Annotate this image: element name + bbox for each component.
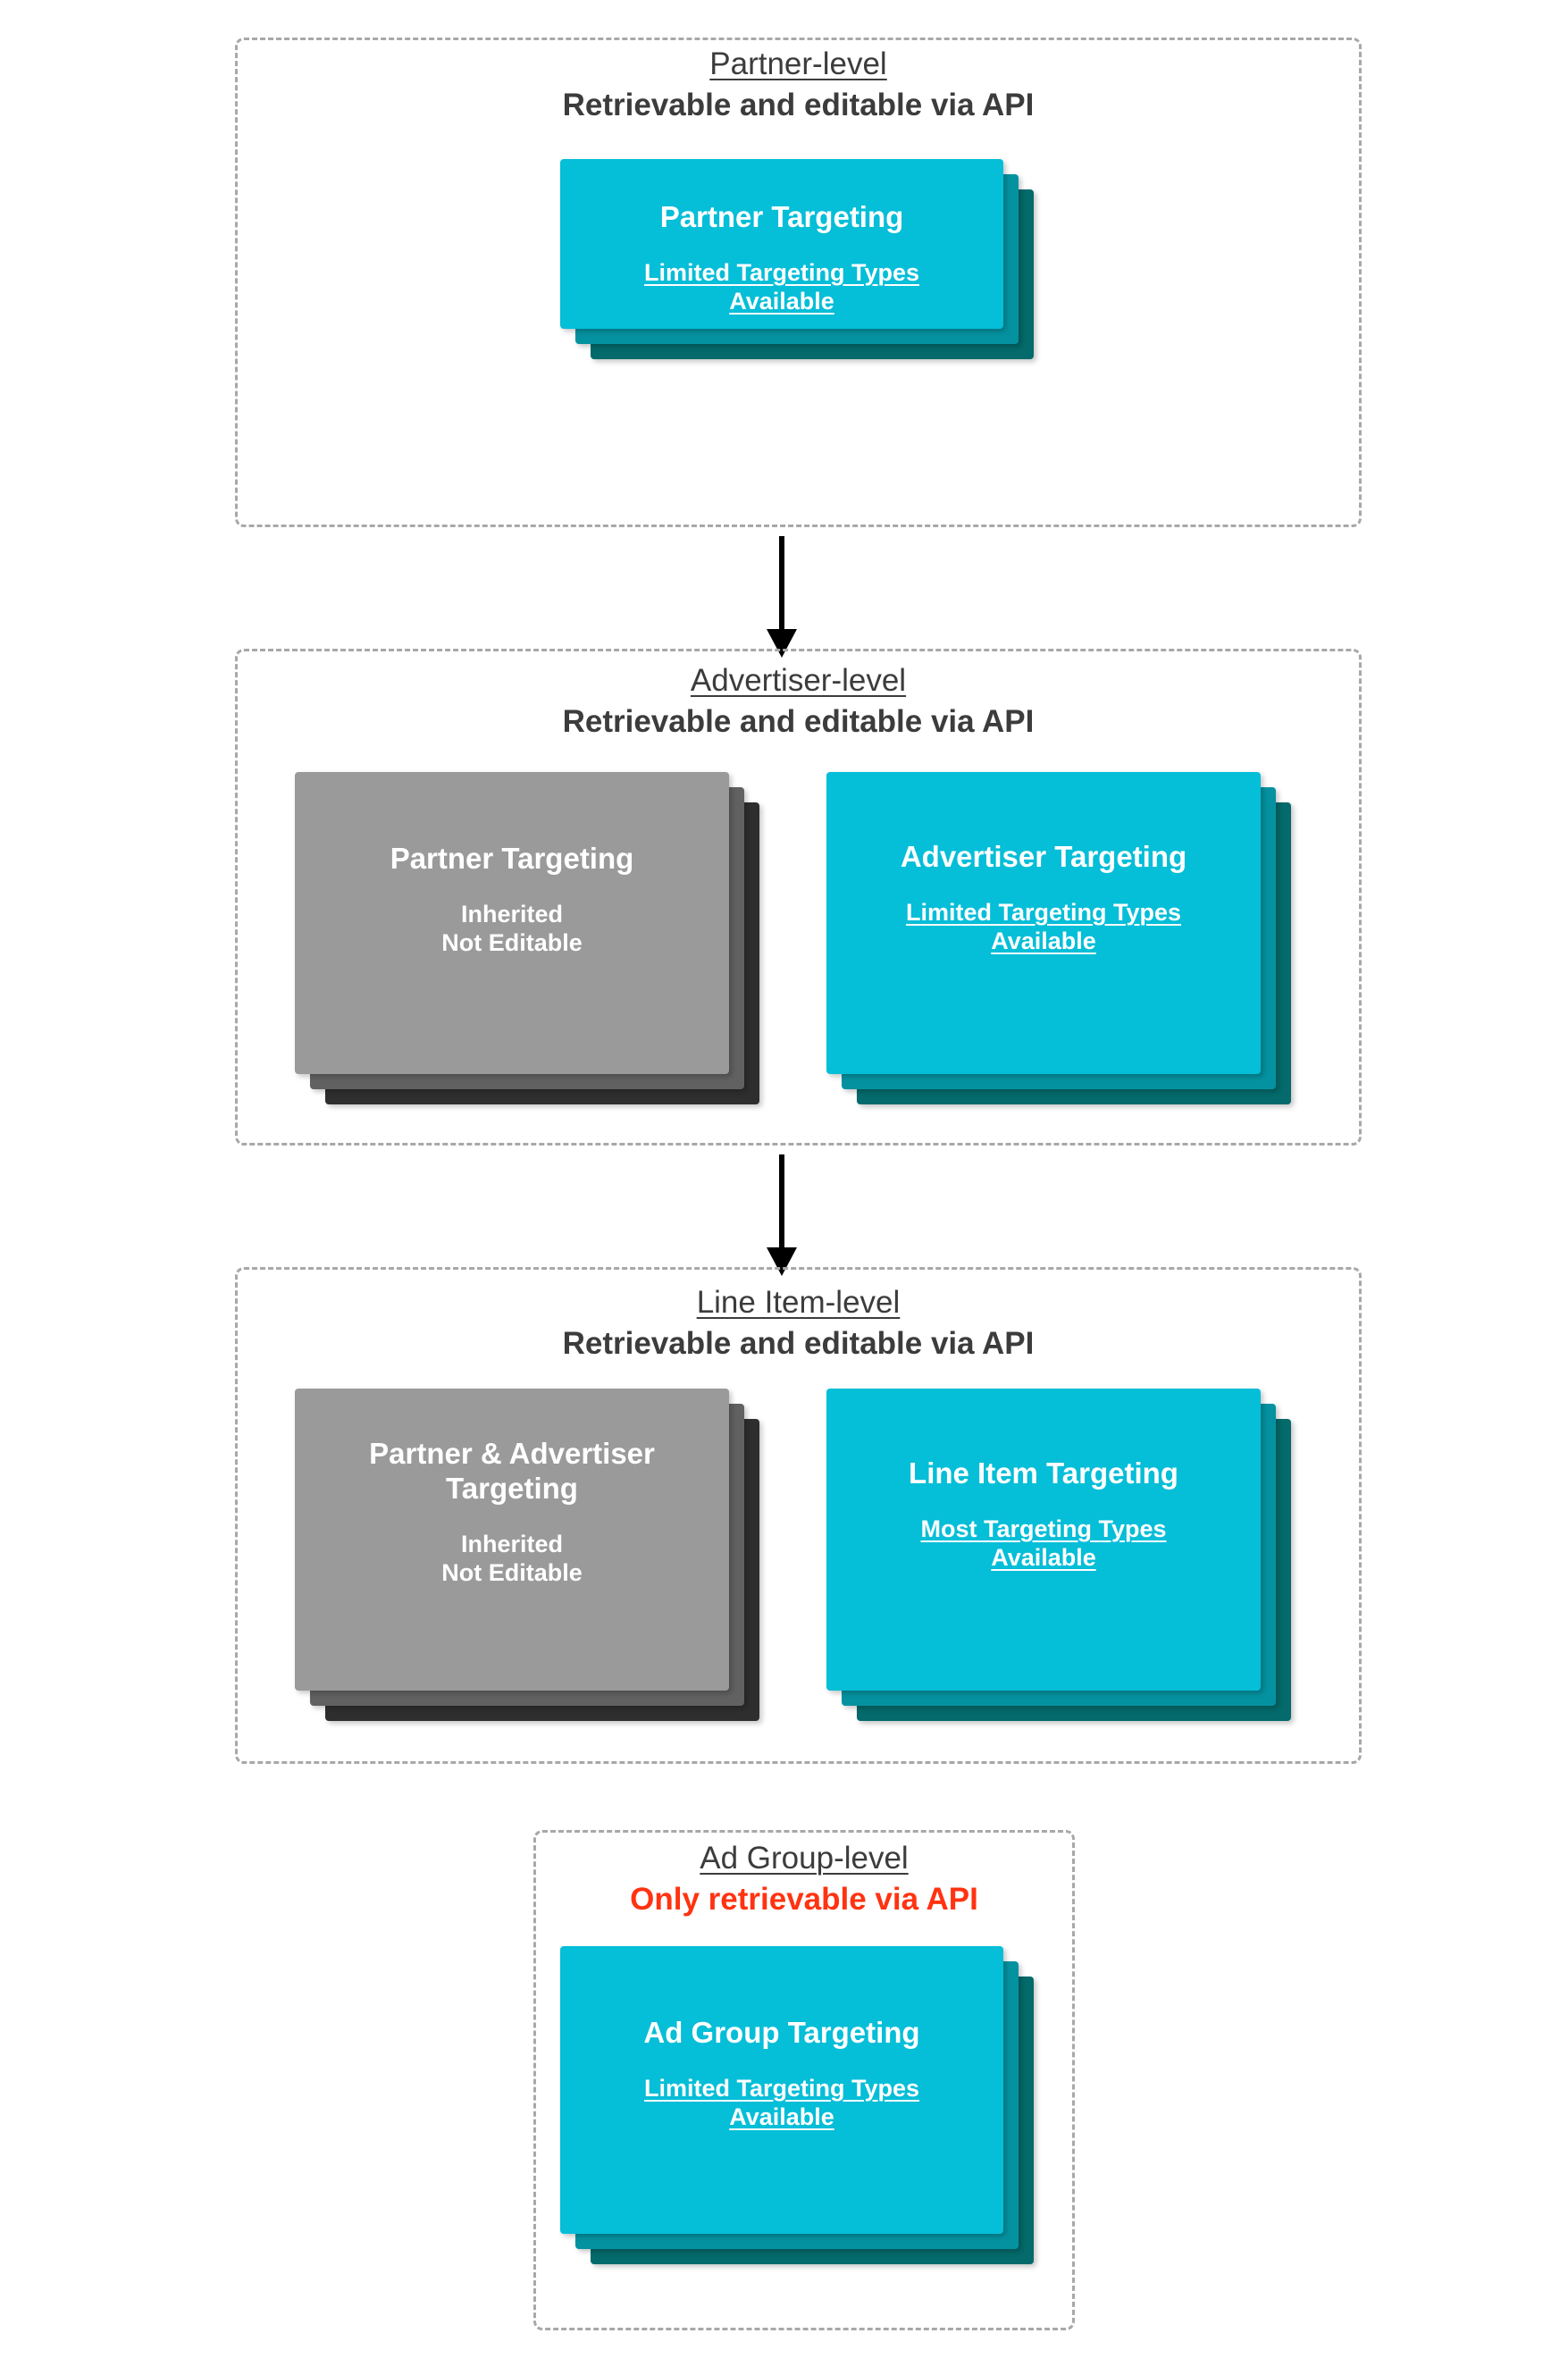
connector-advertiser-to-line-item: [764, 1154, 800, 1276]
connector-shaft: [779, 1154, 784, 1247]
level-subtitle-partner: Retrievable and editable via API: [562, 87, 1035, 122]
card-title-ad-group-targeting: Ad Group Targeting: [643, 2016, 920, 2049]
level-title-line-item: Line Item-level: [696, 1285, 901, 1320]
level-heading-ad-group: Ad Group-level Only retrievable via API: [533, 1841, 1075, 1918]
card-layer-front: Line Item Targeting Most Targeting Types…: [826, 1389, 1261, 1691]
level-subtitle-ad-group: Only retrievable via API: [630, 1881, 978, 1917]
level-container-partner: [235, 38, 1362, 527]
card-stack-line-item-targeting[interactable]: Line Item Targeting Most Targeting Types…: [826, 1389, 1291, 1721]
card-content-advertiser-inherited-partner: Partner Targeting Inherited Not Editable: [295, 842, 729, 958]
level-title-partner: Partner-level: [709, 46, 887, 81]
level-container-ad-group: [533, 1830, 1075, 2330]
level-subtitle-advertiser: Retrievable and editable via API: [562, 703, 1035, 739]
card-title-advertiser-inherited-partner: Partner Targeting: [390, 842, 634, 875]
card-title-line-item-targeting: Line Item Targeting: [909, 1456, 1178, 1490]
card-note-line-item-targeting: Most Targeting Types Available: [920, 1515, 1167, 1572]
card-title-partner-targeting: Partner Targeting: [659, 200, 904, 233]
card-content-advertiser-targeting: Advertiser Targeting Limited Targeting T…: [826, 840, 1261, 956]
card-title-advertiser-targeting: Advertiser Targeting: [900, 840, 1187, 873]
card-content-ad-group-targeting: Ad Group Targeting Limited Targeting Typ…: [560, 2016, 1003, 2132]
level-container-line-item: [235, 1267, 1362, 1764]
card-stack-advertiser-targeting[interactable]: Advertiser Targeting Limited Targeting T…: [826, 772, 1291, 1104]
connector-shaft: [779, 536, 784, 629]
connector-arrowhead: [767, 629, 797, 658]
card-content-line-item-targeting: Line Item Targeting Most Targeting Types…: [826, 1456, 1261, 1573]
card-note-advertiser-targeting: Limited Targeting Types Available: [905, 898, 1182, 955]
card-note-partner-targeting: Limited Targeting Types Available: [643, 258, 920, 315]
card-layer-front: Advertiser Targeting Limited Targeting T…: [826, 772, 1261, 1074]
level-subtitle-line-item: Retrievable and editable via API: [562, 1325, 1035, 1361]
card-content-line-item-inherited: Partner & Advertiser Targeting Inherited…: [295, 1437, 729, 1588]
level-heading-advertiser: Advertiser-level Retrievable and editabl…: [235, 663, 1362, 740]
level-title-advertiser: Advertiser-level: [690, 663, 907, 698]
card-note-ad-group-targeting: Limited Targeting Types Available: [643, 2074, 920, 2131]
level-title-ad-group: Ad Group-level: [700, 1841, 909, 1876]
level-heading-line-item: Line Item-level Retrievable and editable…: [235, 1285, 1362, 1362]
card-stack-line-item-inherited[interactable]: Partner & Advertiser Targeting Inherited…: [295, 1389, 759, 1721]
connector-arrowhead: [767, 1247, 797, 1276]
level-heading-partner: Partner-level Retrievable and editable v…: [235, 46, 1362, 123]
connector-partner-to-advertiser: [764, 536, 800, 658]
card-stack-ad-group-targeting[interactable]: Ad Group Targeting Limited Targeting Typ…: [560, 1946, 1034, 2264]
card-layer-front: Partner Targeting Limited Targeting Type…: [560, 159, 1003, 329]
card-layer-front: Partner & Advertiser Targeting Inherited…: [295, 1389, 729, 1691]
card-note-advertiser-inherited-partner: Inherited Not Editable: [441, 900, 583, 957]
card-layer-front: Partner Targeting Inherited Not Editable: [295, 772, 729, 1074]
card-title-line-item-inherited: Partner & Advertiser Targeting: [369, 1437, 655, 1505]
card-content-partner-targeting: Partner Targeting Limited Targeting Type…: [560, 200, 1003, 316]
card-stack-advertiser-inherited-partner[interactable]: Partner Targeting Inherited Not Editable: [295, 772, 759, 1104]
level-container-advertiser: [235, 649, 1362, 1146]
card-stack-partner-targeting[interactable]: Partner Targeting Limited Targeting Type…: [560, 159, 1034, 359]
card-note-line-item-inherited: Inherited Not Editable: [441, 1530, 583, 1587]
card-layer-front: Ad Group Targeting Limited Targeting Typ…: [560, 1946, 1003, 2234]
